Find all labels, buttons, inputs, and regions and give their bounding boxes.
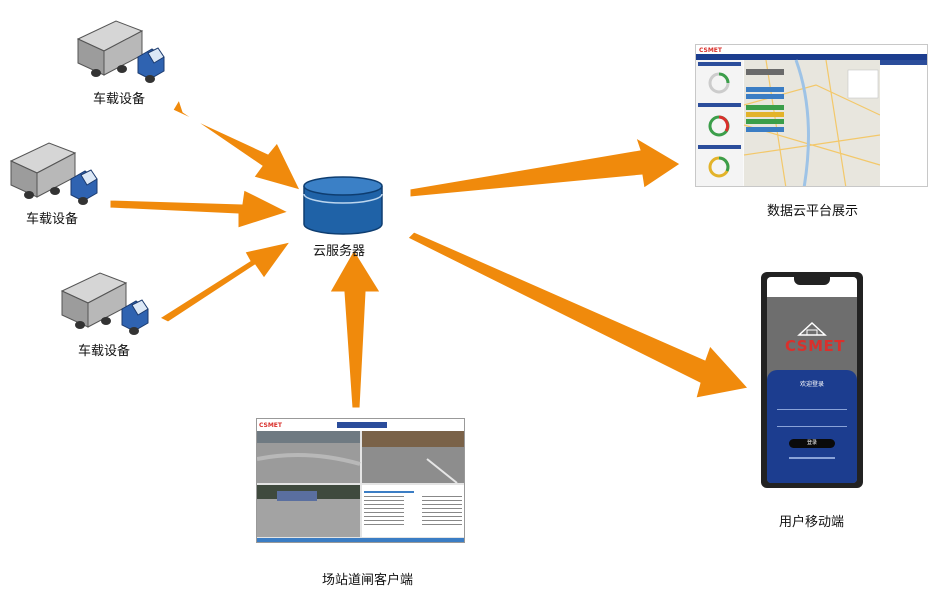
building-icon — [797, 321, 827, 336]
truck-icon — [76, 20, 165, 83]
arrow-server-to-mobile — [407, 231, 749, 399]
truck-icon — [9, 142, 98, 205]
mobile-label: 用户移动端 — [779, 515, 845, 530]
cloud-server — [302, 176, 384, 236]
arrow-truck3-to-server — [158, 241, 292, 323]
truck-3-label: 车载设备 — [78, 344, 131, 359]
phone-screen: CSMET 欢迎登录 登录 — [767, 277, 857, 483]
mobile-phone: CSMET 欢迎登录 登录 — [761, 272, 863, 488]
phone-notch — [794, 277, 830, 285]
arrow-gate-to-server — [329, 249, 381, 409]
arrow-server-to-cloud — [409, 136, 681, 198]
truck-2 — [9, 139, 101, 207]
server-label: 云服务器 — [313, 244, 366, 259]
truck-1-label: 车载设备 — [93, 92, 146, 107]
welcome-text: 欢迎登录 — [799, 381, 824, 388]
login-button[interactable]: 登录 — [789, 439, 835, 448]
cloud-platform-preview: CSMET — [696, 45, 927, 186]
phone-status-bar — [767, 277, 857, 297]
truck-1 — [76, 17, 168, 85]
truck-icon — [60, 272, 149, 335]
gate-client-preview: CSMET — [257, 419, 464, 542]
gate-client-screenshot: CSMET — [256, 418, 465, 543]
register-link[interactable] — [789, 457, 835, 459]
database-icon — [303, 176, 383, 235]
arrow-truck1-to-server — [172, 98, 301, 191]
gate-logo: CSMET — [259, 422, 283, 429]
phone-logo: CSMET — [785, 337, 845, 355]
cloud-platform-label: 数据云平台展示 — [767, 204, 859, 219]
password-field[interactable] — [777, 417, 847, 427]
arrow-truck2-to-server — [109, 189, 290, 229]
cloud-logo: CSMET — [699, 47, 723, 54]
login-panel: 欢迎登录 登录 — [767, 370, 857, 483]
username-field[interactable] — [777, 400, 847, 410]
gate-client-label: 场站道闸客户端 — [322, 573, 414, 588]
cloud-platform-screenshot: CSMET — [695, 44, 928, 187]
truck-2-label: 车载设备 — [26, 212, 79, 227]
truck-3 — [60, 269, 152, 337]
